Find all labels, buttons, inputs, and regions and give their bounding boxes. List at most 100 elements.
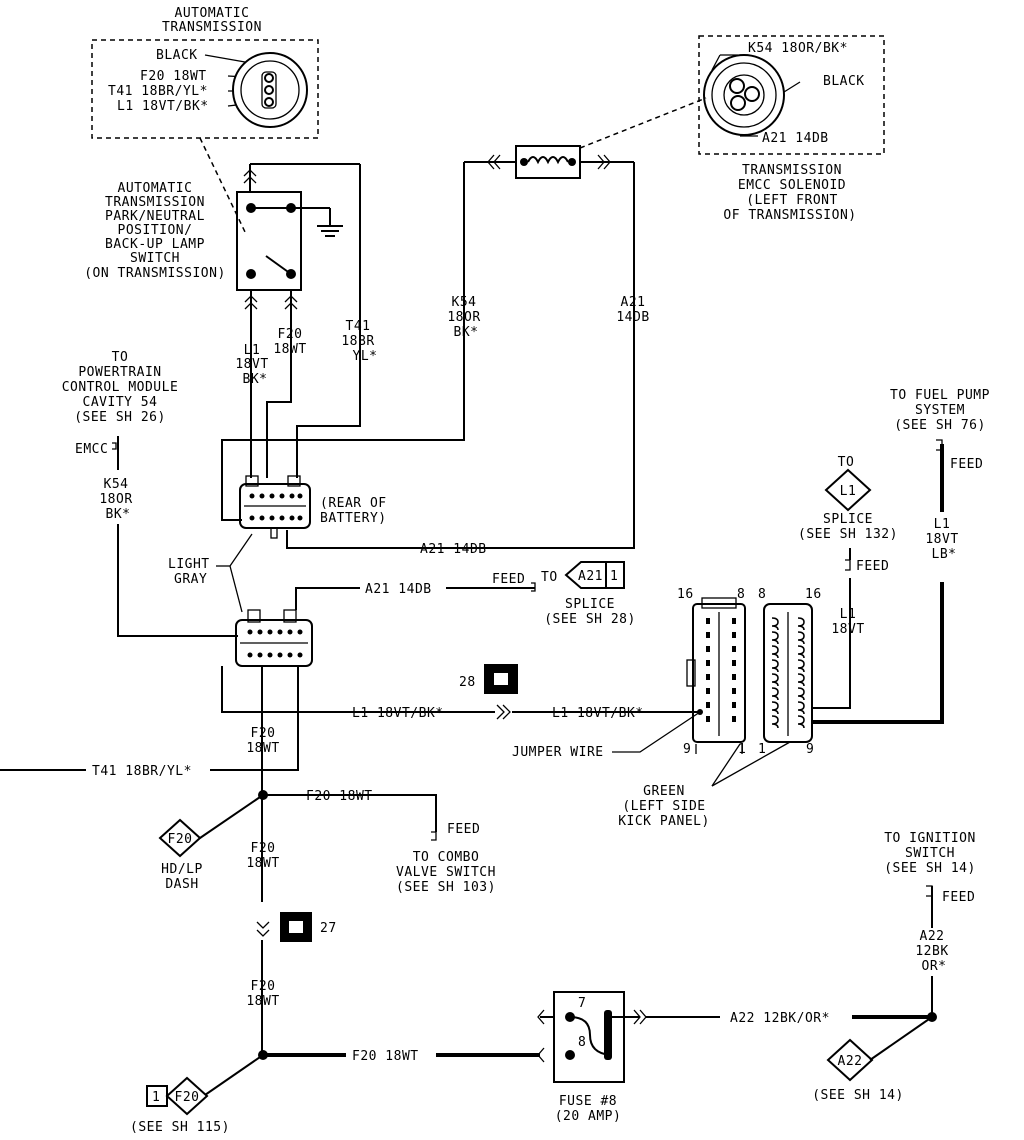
splice-28-diamond: A21 1: [564, 561, 625, 589]
fuel-feed: FEED: [950, 457, 983, 472]
kick-pin: [706, 688, 710, 694]
hd-lp-1: HD/LP: [161, 862, 203, 877]
kick-terminal: [797, 631, 805, 645]
a22-vert-3: OR*: [922, 959, 947, 974]
splice132-l1: L1: [840, 484, 857, 499]
a22-diamond: A22: [826, 1038, 874, 1082]
auto-trans-title-1: AUTOMATIC: [175, 6, 250, 21]
emcc-dashed-box: [698, 35, 885, 155]
green-label-1: GREEN: [643, 784, 685, 799]
kick-pin: [706, 702, 710, 708]
kick-terminal: [771, 701, 779, 715]
kick-8: 8: [737, 587, 745, 602]
splice132-label-2: (SEE SH 132): [798, 527, 898, 542]
green-label-2: (LEFT SIDE: [622, 799, 705, 814]
pcm-label-3: CONTROL MODULE: [62, 380, 179, 395]
emcc-label-4: OF TRANSMISSION): [723, 208, 856, 223]
kick-16b: 16: [805, 587, 822, 602]
ground-27-label: 27: [320, 921, 337, 936]
splice28-to: TO: [541, 570, 558, 585]
kick-pin: [732, 688, 736, 694]
l1-vert-3: BK*: [243, 372, 268, 387]
l1-right-2: 18VT: [831, 622, 864, 637]
fuel-label-2: SYSTEM: [915, 403, 965, 418]
kick-terminal: [797, 645, 805, 659]
a21-horiz-label: A21 14DB: [420, 542, 487, 557]
rear-battery-1: (REAR OF: [320, 496, 387, 511]
kick-pin: [732, 674, 736, 680]
pnp-switch-box: [236, 191, 302, 291]
kick-terminal: [771, 673, 779, 687]
green-label-3: KICK PANEL): [618, 814, 710, 829]
rear-battery-2: BATTERY): [320, 511, 387, 526]
pcm-label-4: CAVITY 54: [83, 395, 158, 410]
splice115-f20: F20: [175, 1090, 200, 1105]
kick-terminal: [797, 687, 805, 701]
f20-vert-1: F20: [278, 327, 303, 342]
fuse-label-1: FUSE #8: [559, 1094, 617, 1109]
kick-terminal: [797, 715, 805, 729]
ign-label-3: (SEE SH 14): [884, 861, 976, 876]
kick-pin: [706, 716, 710, 722]
a22-horiz-label: A22 12BK/OR*: [730, 1011, 830, 1026]
ign-label-1: TO IGNITION: [884, 831, 976, 846]
a21-vert-2: 14DB: [616, 310, 649, 325]
f20-hd-lp-diamond: F20: [158, 818, 202, 858]
ign-feed: FEED: [942, 890, 975, 905]
f20-mid-2: 18WT: [246, 856, 279, 871]
fuel-label-3: (SEE SH 76): [894, 418, 986, 433]
pcm-reference: TO POWERTRAIN CONTROL MODULE CAVITY 54 (…: [62, 350, 179, 522]
pcm-emcc-label: EMCC: [75, 442, 108, 457]
kick-terminal: [771, 645, 779, 659]
l1-vert-2: 18VT: [235, 357, 268, 372]
kick-pin: [732, 646, 736, 652]
emcc-connector-body: [703, 54, 785, 136]
f20-lower-2: 18WT: [246, 994, 279, 1009]
kick-pin: [706, 618, 710, 624]
kick-pin: [706, 674, 710, 680]
t41-horiz-label: T41 18BR/YL*: [92, 764, 192, 779]
a21-horiz2-label: A21 14DB: [365, 582, 432, 597]
fuel-label-1: TO FUEL PUMP: [890, 388, 990, 403]
f20-below-2: 18WT: [246, 741, 279, 756]
pnp-label-1: AUTOMATIC: [118, 181, 193, 196]
fuse-pin-8: 8: [578, 1035, 586, 1050]
k54-vert-3: BK*: [454, 325, 479, 340]
pcm-k54-1: K54: [104, 477, 129, 492]
hd-lp-2: DASH: [165, 877, 198, 892]
f20-115-diamond: 1 F20: [146, 1076, 209, 1116]
splice-132-diamond: L1: [824, 468, 872, 512]
auto-trans-title-2: TRANSMISSION: [162, 20, 262, 35]
light-gray-connector: [235, 609, 313, 667]
auto-trans-connector: AUTOMATIC TRANSMISSION BLACK F20 18WT T4…: [91, 6, 319, 139]
f20-mid-1: F20: [251, 841, 276, 856]
ign-label-2: SWITCH: [905, 846, 955, 861]
see-14-label: (SEE SH 14): [812, 1088, 904, 1103]
fuse-label-2: (20 AMP): [555, 1109, 622, 1124]
conn-t41-label: T41 18BR/YL*: [108, 84, 208, 99]
emcc-label-3: (LEFT FRONT: [746, 193, 838, 208]
combo-label-2: VALVE SWITCH: [396, 865, 496, 880]
conn-l1-label: L1 18VT/BK*: [117, 99, 209, 114]
l1-right-1: L1: [840, 607, 857, 622]
combo-label-1: TO COMBO: [413, 850, 480, 865]
pnp-label-5: BACK-UP LAMP: [105, 237, 205, 252]
kick-pin: [732, 716, 736, 722]
pcm-label-5: (SEE SH 26): [74, 410, 166, 425]
kick-terminal: [771, 715, 779, 729]
l1-horiz-label: L1 18VT/BK*: [352, 706, 444, 721]
splice28-pin: 1: [610, 569, 618, 584]
fuse-8: 7 8: [537, 991, 640, 1083]
light-gray-1: LIGHT: [168, 557, 210, 572]
pnp-switch: AUTOMATIC TRANSMISSION PARK/NEUTRAL POSI…: [84, 163, 360, 310]
kick-terminal: [797, 659, 805, 673]
kick-1: 1: [738, 742, 746, 757]
light-gray-2: GRAY: [174, 572, 207, 587]
splice28-a21: A21: [578, 569, 603, 584]
kick-pin: [706, 632, 710, 638]
conn-black-label: BLACK: [156, 48, 198, 63]
kick-terminal: [797, 673, 805, 687]
k54-vert-1: K54: [452, 295, 477, 310]
f20-below-1: F20: [251, 726, 276, 741]
